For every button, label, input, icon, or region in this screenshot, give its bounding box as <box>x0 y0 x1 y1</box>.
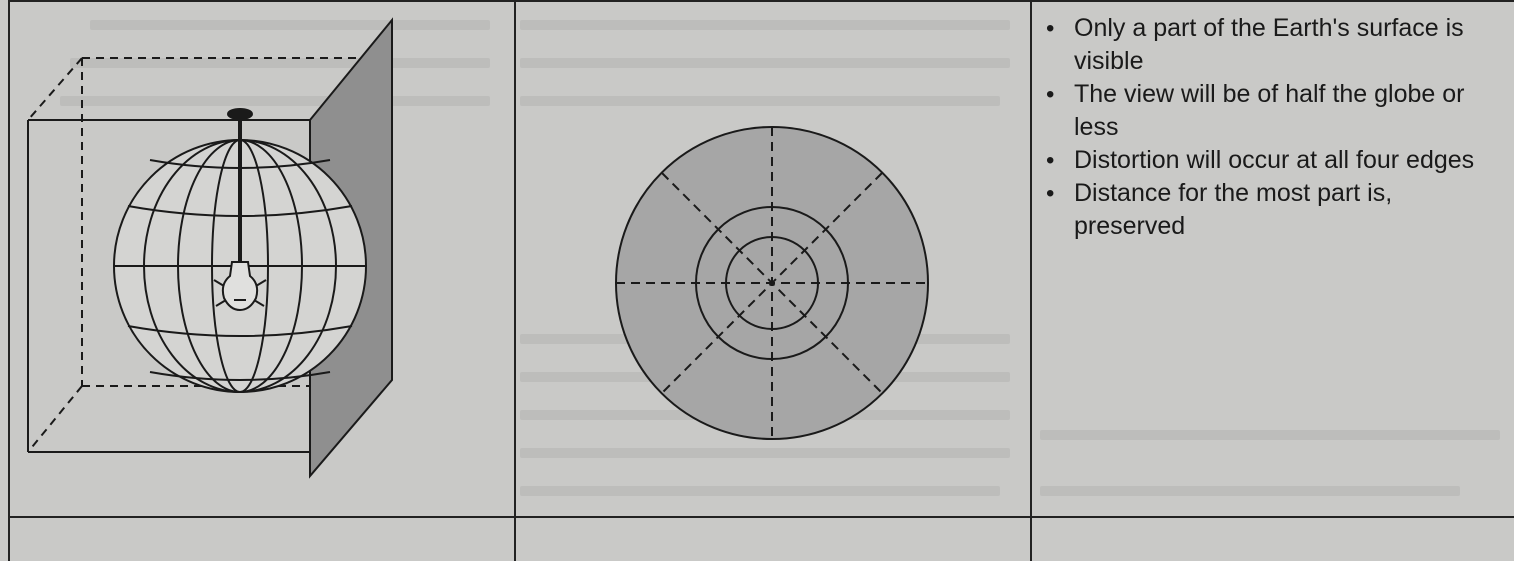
projection-center-point <box>770 281 775 286</box>
list-item: • Only a part of the Earth's surface is … <box>1040 12 1510 78</box>
list-item: • The view will be of half the globe or … <box>1040 78 1510 144</box>
globe-projection-illustration <box>10 0 514 516</box>
bullet-dot-icon: • <box>1046 78 1054 111</box>
projection-properties-list: • Only a part of the Earth's surface is … <box>1040 12 1510 243</box>
bullet-dot-icon: • <box>1046 177 1054 210</box>
table-bottom-border <box>8 516 1514 518</box>
azimuthal-projection-disc <box>522 0 1030 516</box>
list-item: • Distortion will occur at all four edge… <box>1040 144 1510 177</box>
property-text: Distance for the most part is, preserved <box>1074 179 1392 240</box>
property-text: Distortion will occur at all four edges <box>1074 146 1474 174</box>
property-text: Only a part of the Earth's surface is vi… <box>1074 14 1464 75</box>
list-item: • Distance for the most part is, preserv… <box>1040 177 1510 243</box>
table-divider-2 <box>1030 0 1040 561</box>
bullet-dot-icon: • <box>1046 144 1054 177</box>
bullet-dot-icon: • <box>1046 12 1054 45</box>
property-text: The view will be of half the globe or le… <box>1074 80 1465 141</box>
